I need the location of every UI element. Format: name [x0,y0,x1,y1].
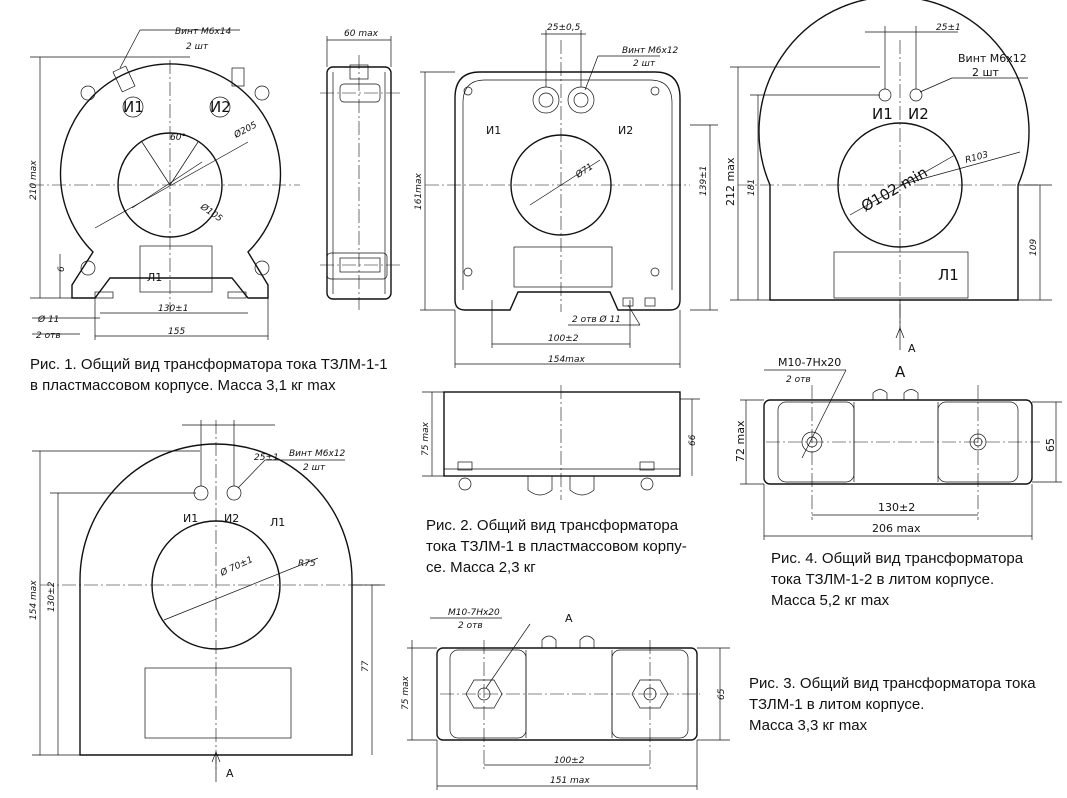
fig3-caption-line: ТЗЛМ-1 в литом корпусе. [749,696,925,713]
fig4-front-view: 25±1 Винт М6х12 2 шт И1 И2 Ø102 min R103… [724,0,1052,355]
fig4-caption-line: тока ТЗЛМ-1-2 в литом корпусе. [771,571,995,588]
fig2-plan-depth: 66 [688,434,698,446]
fig3-plan-depth: 65 [717,688,727,700]
fig3-terminal-i2: И2 [224,512,239,525]
fig4-plan-height: 72 max [734,420,747,462]
fig4-inner-diameter: Ø102 min [858,163,931,215]
fig1-angle: 60° [170,133,186,143]
fig3-screw-label: Винт М6х12 [289,449,346,459]
fig4-screw-label: Винт М6х12 [958,52,1027,65]
fig3-thread-holes: 2 отв [458,621,483,631]
fig1-screw-label: Винт М6х14 [175,27,232,37]
fig3-plan-view: М10-7Нх20 2 отв А 75 max 65 100±2 151 ma… [401,608,730,790]
fig3-front-view: 25±1 Винт М6х12 2 шт И1 И2 Л1 Ø 70±1 R75… [29,420,385,782]
fig2-front-view: 25±0,5 Винт М6х12 2 шт И1 И2 Ø71 161max … [414,23,718,368]
fig3-caption-line: Рис. 3. Общий вид трансформатора тока [749,675,1036,692]
fig3-axis-height: 130±2 [47,581,57,612]
fig4-terminal-i2: И2 [908,105,929,123]
fig1-hole-spacing: 130±1 [158,304,188,314]
fig4-height: 212 max [724,157,737,206]
fig4-thread-holes: 2 отв [786,375,811,385]
fig2-screw-label: Винт М6х12 [622,46,679,56]
fig2-terminal-i2: И2 [618,124,633,137]
fig3-overall-width: 151 max [550,776,590,786]
fig2-screw-qty: 2 шт [633,59,656,69]
fig3-caption-line: Масса 3,3 кг max [749,717,868,734]
fig4-terminal-i1: И1 [872,105,893,123]
fig1-inner-diameter: Ø105 [197,201,224,225]
fig3-caption: Рис. 3. Общий вид трансформатора тока ТЗ… [749,673,1036,736]
fig2-plan-view: 75 max 66 [421,385,700,500]
fig1-nameplate-label: Л1 [147,271,162,284]
fig1-hole-diameter: Ø 11 [37,314,59,325]
fig3-radius: R75 [298,559,316,569]
fig1-caption-line: в пластмассовом корпусе. Масса 3,1 кг ma… [30,377,336,394]
fig4-caption-line: Масса 5,2 кг max [771,592,890,609]
fig1-side-width: 60 max [344,29,379,39]
fig3-view-a: А [565,612,573,625]
fig2-caption-line: се. Масса 2,3 кг [426,559,536,576]
fig3-hole-spacing: 100±2 [554,756,585,766]
fig2-base-width: 154max [548,355,585,365]
fig4-screw-qty: 2 шт [972,66,1000,79]
fig3-view-arrow-label: А [226,767,234,780]
fig2-terminal-i1: И1 [486,124,501,137]
fig2-caption-line: тока ТЗЛМ-1 в пластмассовом корпу- [426,538,687,555]
fig4-caption-line: Рис. 4. Общий вид трансформатора [771,550,1024,567]
fig2-caption: Рис. 2. Общий вид трансформатора тока ТЗ… [426,515,687,578]
fig3-screw-qty: 2 шт [303,463,326,473]
fig2-inner-diameter: Ø71 [573,161,595,181]
fig4-terminal-spacing: 25±1 [936,23,961,33]
fig1-caption-line: Рис. 1. Общий вид трансформатора тока ТЗ… [30,356,388,373]
fig2-caption-line: Рис. 2. Общий вид трансформатора [426,517,679,534]
fig1-base-width: 155 [168,327,185,337]
fig3-terminal-i1: И1 [183,512,198,525]
fig4-plan-view: М10-7Нх20 2 отв А 72 max 65 130±2 206 ma… [734,356,1062,540]
fig4-thread-label: М10-7Нх20 [778,356,841,369]
fig1-terminal-i2: И2 [210,98,231,116]
fig4-hole-spacing: 130±2 [878,501,915,514]
fig1-front-view: Винт М6х14 2 шт И1 И2 Л1 60° Ø205 Ø105 2… [29,27,300,341]
fig1-outer-diameter: Ø205 [231,119,259,141]
fig3-side-height: 77 [361,660,371,672]
fig4-axis-height: 181 [747,179,757,196]
fig1-side-view: 60 max [320,29,400,310]
fig2-hole-note: 2 отв Ø 11 [572,314,621,325]
fig3-thread-label: М10-7Нх20 [448,608,500,618]
fig4-overall-width: 206 max [872,522,921,535]
fig2-hole-spacing: 100±2 [548,334,579,344]
fig4-nameplate-label: Л1 [938,266,959,284]
fig3-plan-height: 75 max [401,675,411,710]
fig4-side-height: 109 [1029,239,1039,256]
fig1-nameplate [139,245,213,293]
fig3-nameplate-label: Л1 [270,516,285,529]
fig3-inner-diameter: Ø 70±1 [218,554,255,579]
fig1-terminal-i1: И1 [123,98,144,116]
fig1-caption: Рис. 1. Общий вид трансформатора тока ТЗ… [30,354,388,396]
fig1-height: 210 max [29,160,39,200]
fig4-caption: Рис. 4. Общий вид трансформатора тока ТЗ… [771,548,1023,611]
fig4-nameplate [833,251,969,299]
fig3-nameplate [144,667,292,739]
fig2-height: 161max [414,173,424,210]
fig2-axis-height: 139±1 [699,166,709,196]
fig3-height: 154 max [29,580,39,620]
fig3-terminal-spacing-label: 25±1 [254,453,279,463]
fig2-plan-height: 75 max [421,421,431,456]
fig1-foot-height: 6 [57,266,67,272]
fig1-screw-qty: 2 шт [186,42,209,52]
fig1-hole-count: 2 отв [36,331,61,341]
fig4-plan-depth: 65 [1044,438,1057,452]
fig2-terminal-spacing: 25±0,5 [547,23,581,33]
fig2-nameplate [513,246,613,288]
fig4-view-a: А [895,363,906,381]
fig4-view-arrow-label: А [908,342,916,355]
